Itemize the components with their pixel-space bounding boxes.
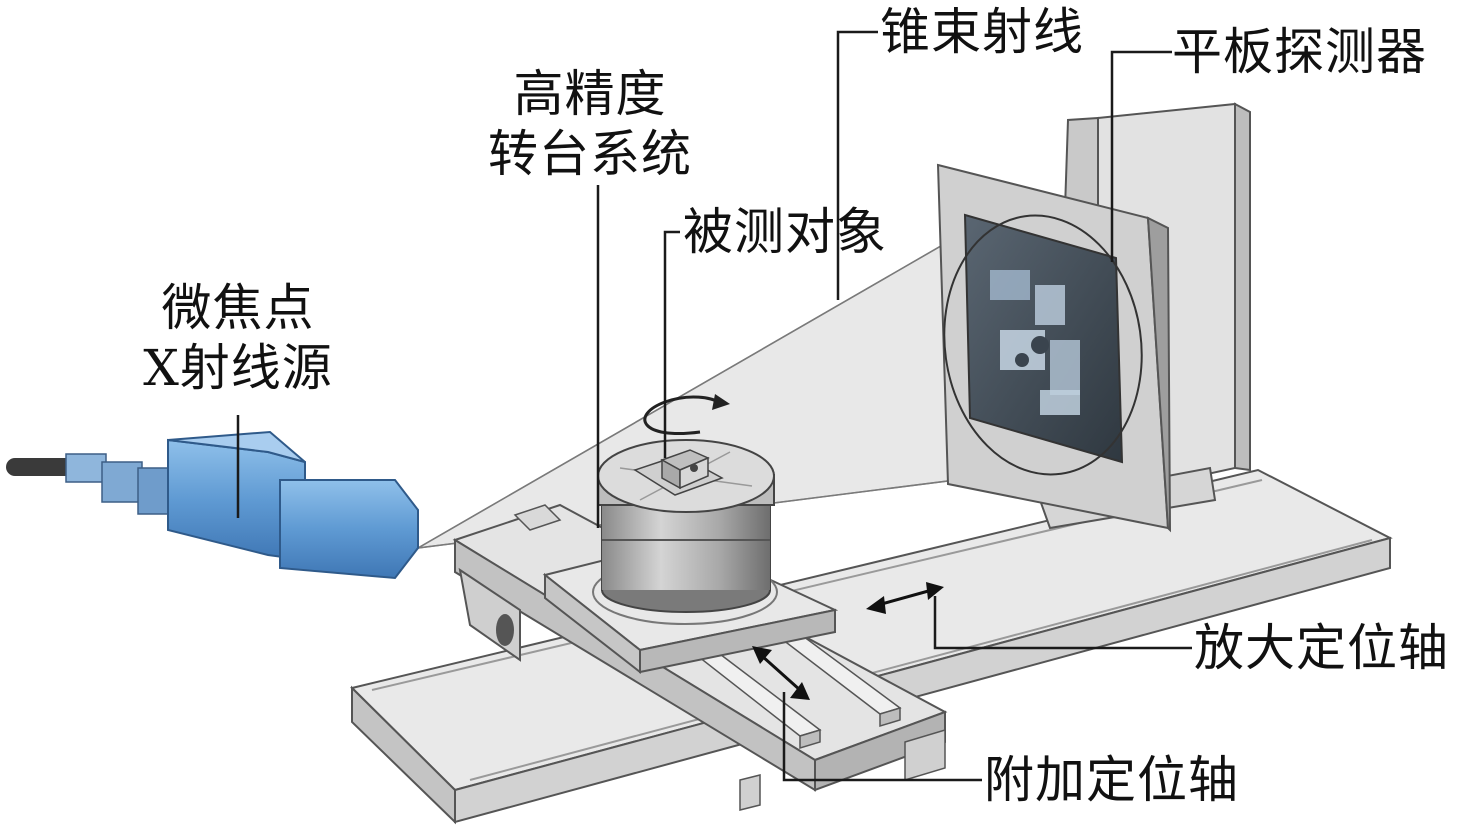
label-turntable: 高精度 转台系统 bbox=[470, 64, 710, 184]
label-auxiliary-axis: 附加定位轴 bbox=[984, 751, 1239, 809]
xray-source bbox=[6, 430, 419, 580]
label-cone-beam: 锥束射线 bbox=[880, 3, 1084, 61]
label-magnification-axis: 放大定位轴 bbox=[1194, 619, 1449, 677]
double-arrow-icon-auxiliary bbox=[752, 646, 810, 700]
flat-panel-detector bbox=[936, 163, 1172, 533]
label-xray-source: 微焦点 X射线源 bbox=[128, 278, 348, 398]
leader-object bbox=[663, 230, 680, 458]
label-turntable-line1: 高精度 bbox=[513, 65, 667, 123]
label-xray-source-line2: X射线源 bbox=[143, 339, 333, 397]
double-arrow-icon-magnification bbox=[866, 582, 944, 614]
label-turntable-line2: 转台系统 bbox=[488, 125, 692, 183]
leader-magnification bbox=[933, 596, 1192, 650]
label-xray-source-line1: 微焦点 bbox=[161, 279, 315, 337]
label-flat-panel-detector: 平板探测器 bbox=[1172, 23, 1427, 81]
main-rail bbox=[350, 468, 1393, 825]
label-test-object: 被测对象 bbox=[683, 203, 887, 261]
leader-cone bbox=[836, 30, 878, 300]
rotary-stage bbox=[597, 439, 775, 613]
leader-auxiliary bbox=[782, 692, 982, 782]
leader-detector bbox=[1110, 50, 1172, 262]
leader-lines bbox=[236, 30, 1192, 782]
